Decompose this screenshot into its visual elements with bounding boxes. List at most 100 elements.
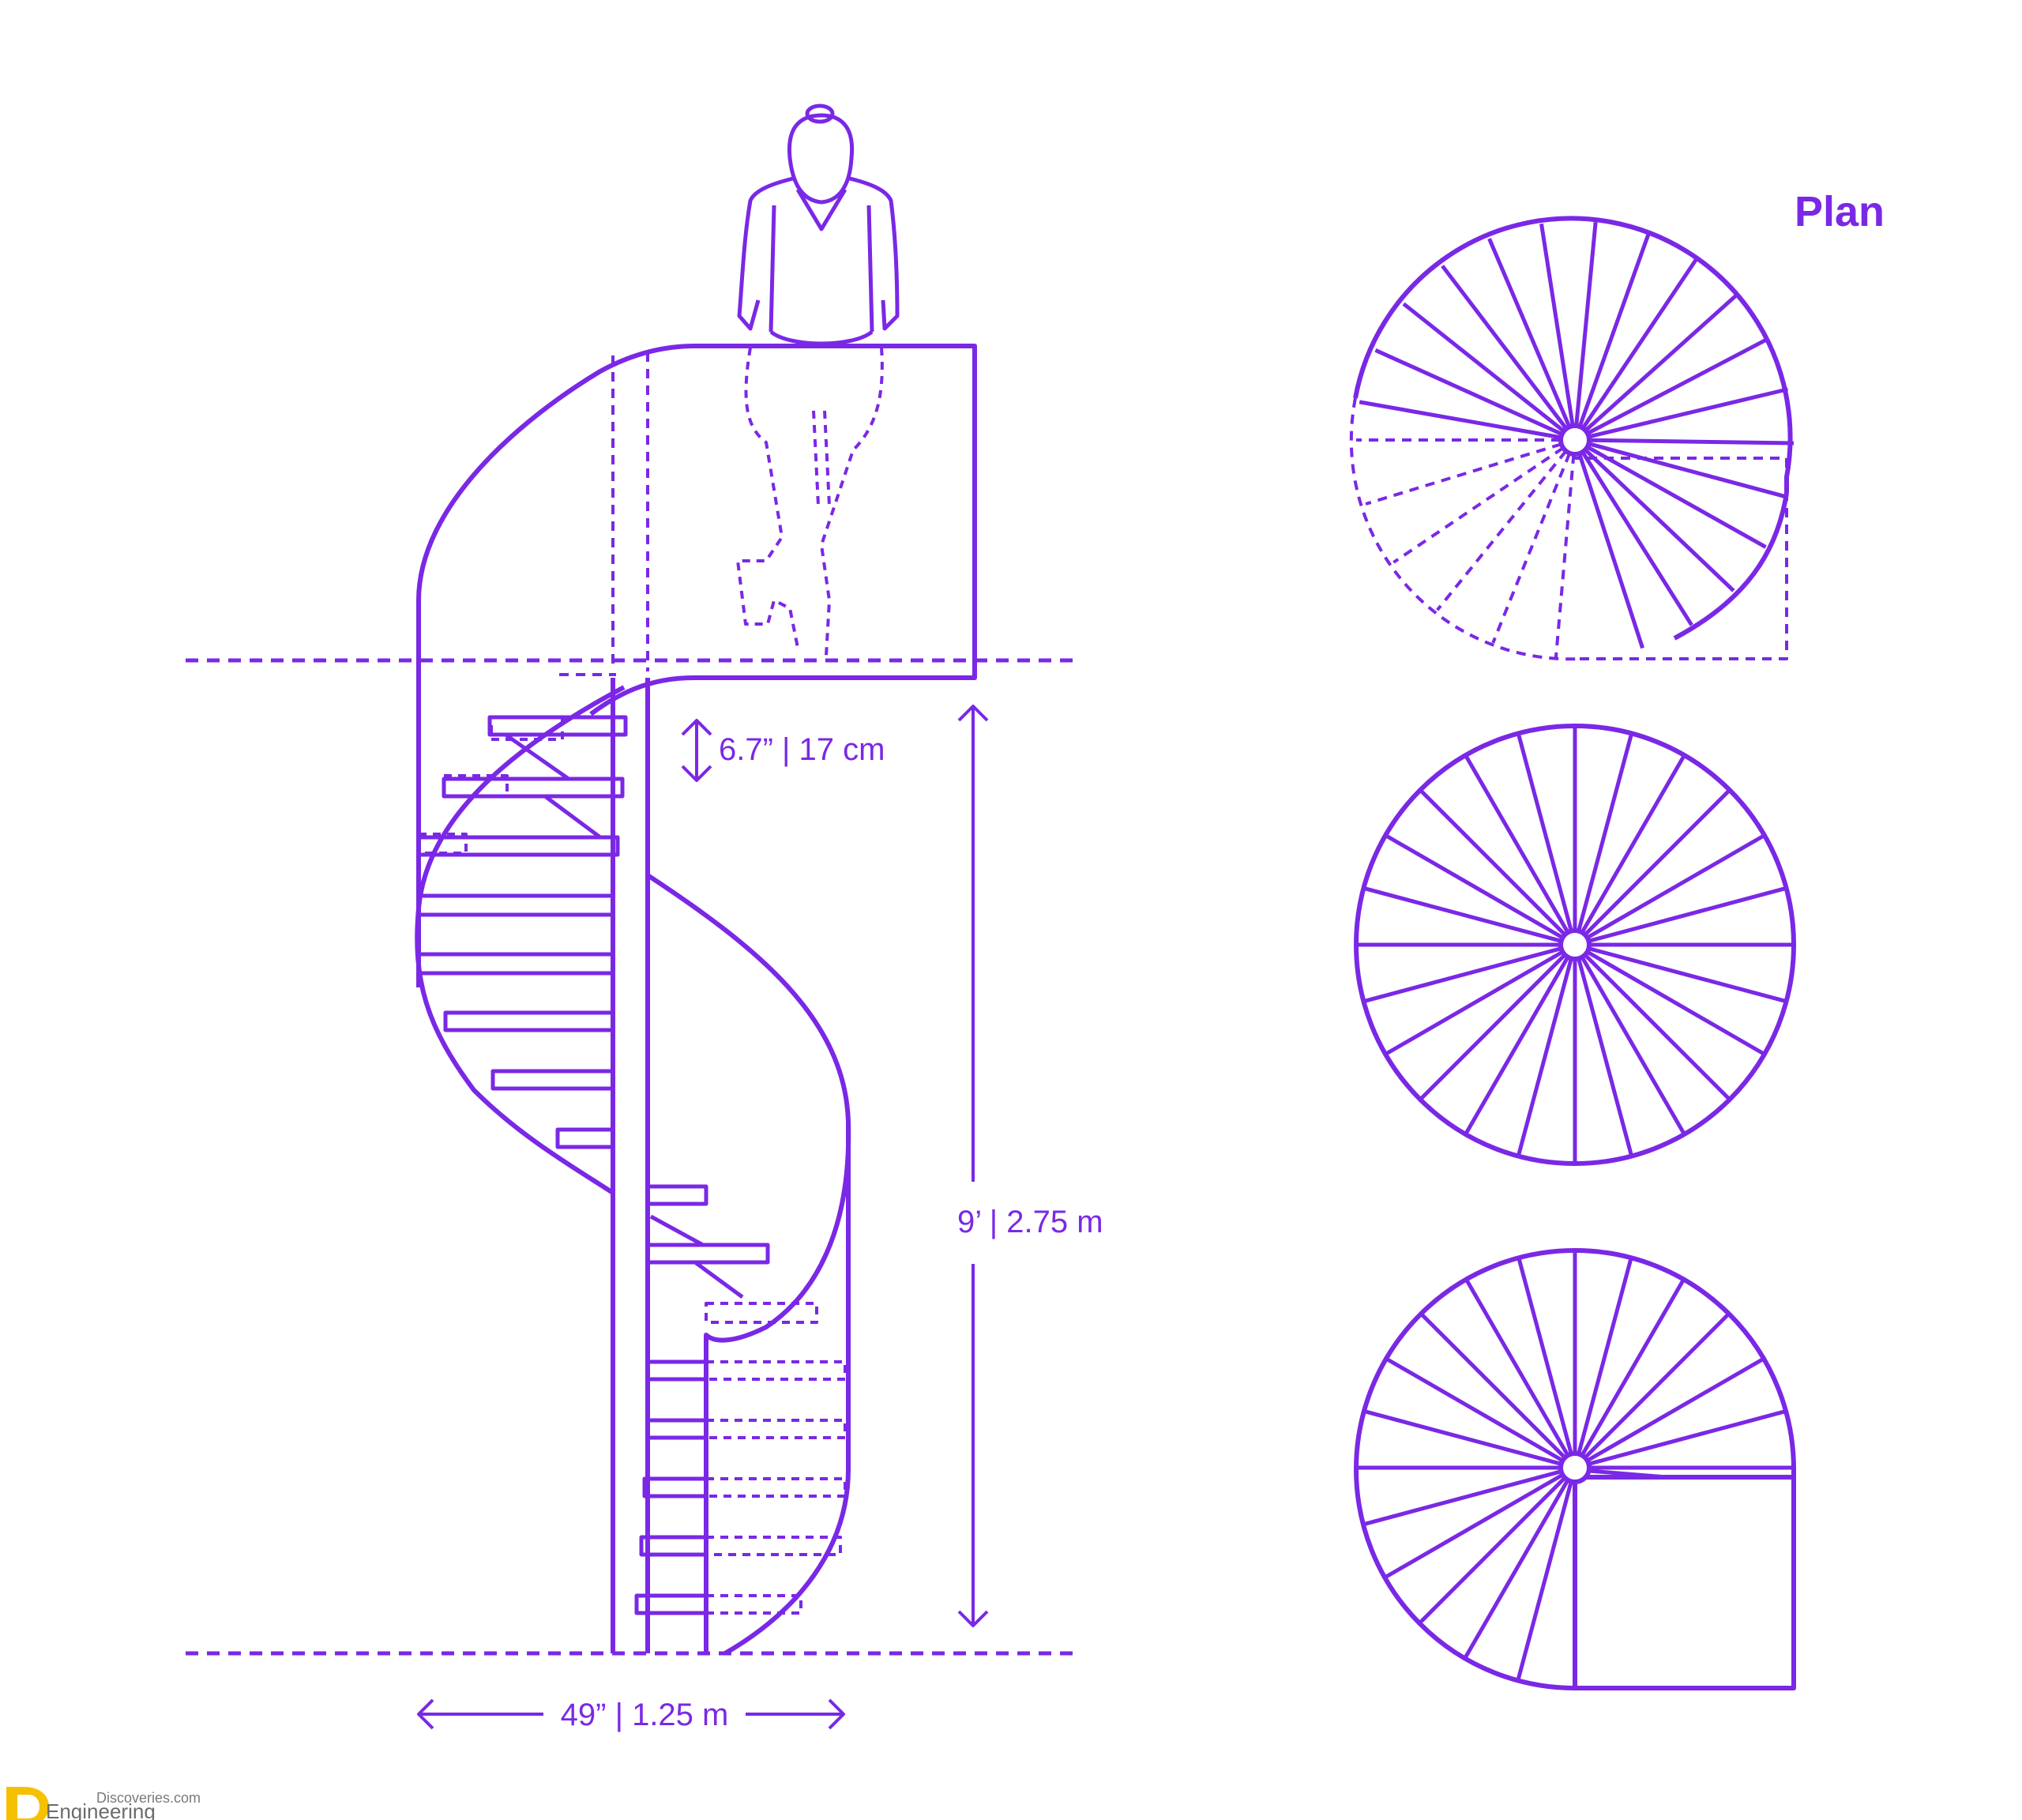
plan-step-line — [1580, 257, 1699, 430]
plan-center-column — [1558, 423, 1592, 457]
plan-step-line — [1384, 1472, 1564, 1579]
plan-step-line — [1359, 400, 1562, 440]
plan-step-line — [1580, 1277, 1686, 1457]
plan-spokes — [1356, 1249, 1794, 1687]
plan-hidden-landing — [1575, 457, 1788, 660]
plan-step-line — [1539, 223, 1575, 427]
plan-step-line — [1374, 348, 1563, 436]
plan-step-line — [1584, 292, 1739, 432]
plan-center-column — [1558, 1451, 1592, 1484]
plan-step-line — [1586, 833, 1766, 940]
plan-step-line — [1580, 754, 1686, 934]
plan-step-line — [1516, 732, 1573, 932]
plan-step-line — [1516, 1480, 1573, 1680]
plan-step-line — [1577, 453, 1644, 649]
logo-icon — [6, 1787, 49, 1820]
hidden-treads-left — [417, 716, 564, 855]
tread-support — [504, 732, 570, 781]
plan-step-line — [1441, 265, 1569, 431]
plan-views — [1349, 216, 1796, 1690]
plan-step-line — [1574, 221, 1598, 427]
treads-lower — [634, 1184, 770, 1615]
riser-height-label: 6.7” | 17 cm — [719, 732, 885, 767]
stair-tread — [645, 1243, 770, 1265]
plan-step-line — [1577, 732, 1634, 932]
diameter-label: 49” | 1.25 m — [561, 1698, 729, 1732]
plan-step-line — [1583, 788, 1731, 937]
plan-landing — [1575, 1469, 1796, 1690]
tread-support — [543, 794, 602, 840]
stair-tread — [555, 1127, 615, 1149]
total-height-label: 9’ | 2.75 m — [957, 1205, 1103, 1239]
stair-tread — [645, 1184, 708, 1206]
plan-step-line — [1419, 953, 1567, 1101]
hidden-tread — [705, 1419, 847, 1439]
plan-outline — [1353, 216, 1793, 493]
hidden-tread — [417, 833, 468, 855]
plan-step-line — [1588, 946, 1787, 1004]
plan-view-2 — [1354, 724, 1796, 1166]
person-hair-bun — [805, 103, 835, 124]
plan-step-line — [1384, 833, 1564, 940]
stair-tread — [443, 1010, 615, 1032]
person-legs-hidden — [736, 347, 884, 656]
plan-step-line — [1583, 1311, 1731, 1460]
plan-step-line — [1588, 886, 1787, 943]
plan-step-line — [1586, 1356, 1766, 1463]
plan-step-line — [1362, 1408, 1562, 1466]
plan-step-line — [1362, 886, 1562, 943]
plan-outline — [1673, 492, 1789, 641]
hidden-tread — [705, 1477, 847, 1498]
plan-step-line — [1588, 387, 1789, 439]
person-torso — [737, 176, 900, 346]
elevation-view — [186, 103, 1081, 1730]
height-dimension — [957, 705, 989, 1627]
stair-tread — [416, 835, 620, 857]
plan-step-line — [1586, 337, 1770, 435]
hidden-tread — [442, 774, 509, 798]
riser-dimension — [681, 719, 712, 782]
plan-step-line — [1362, 1469, 1562, 1527]
plan-step-line — [1554, 453, 1576, 659]
stair-tread — [442, 777, 625, 799]
stair-tread — [645, 1418, 708, 1440]
plan-step-line — [1588, 442, 1787, 499]
hidden-tread — [705, 1360, 847, 1381]
helical-handrail-lower — [646, 873, 851, 1653]
plan-step-line — [1464, 1277, 1570, 1457]
plan-step-line — [1464, 1479, 1570, 1659]
plan-step-line — [1584, 448, 1735, 592]
plan-step-line — [1384, 1356, 1564, 1463]
landing-outline — [416, 344, 977, 987]
person-head — [787, 113, 855, 205]
plan-hidden-outline — [1349, 397, 1580, 661]
plan-title: Plan — [1795, 188, 1885, 235]
plan-step-line — [1487, 238, 1572, 428]
plan-hidden-spokes — [1356, 438, 1576, 659]
watermark-line1: Discoveries.com — [96, 1790, 201, 1806]
tread-support — [693, 1260, 744, 1299]
diameter-dimension — [417, 1698, 845, 1730]
plan-center-column — [1558, 928, 1592, 961]
plan-step-line — [1580, 450, 1693, 626]
helical-handrail-outer — [723, 1122, 851, 1656]
plan-view-1 — [1349, 216, 1795, 661]
stair-tread — [490, 1069, 615, 1091]
hidden-tread — [705, 1302, 818, 1324]
plan-step-line — [1365, 442, 1562, 506]
stair-tread — [642, 1476, 708, 1498]
plan-step-line — [1402, 302, 1565, 433]
plan-step-line — [1586, 445, 1767, 549]
plan-step-line — [1392, 446, 1565, 564]
person-figure-icon — [736, 103, 900, 656]
stair-tread — [645, 1359, 708, 1382]
plan-step-line — [1464, 754, 1570, 934]
watermark-line2: Engineering — [46, 1799, 156, 1820]
stair-tread — [639, 1535, 708, 1557]
plan-step-line — [1436, 449, 1568, 611]
plan-step-line — [1577, 1255, 1634, 1455]
treads-upper — [416, 715, 628, 1149]
plan-spokes — [1356, 726, 1794, 1164]
plan-step-line — [1464, 956, 1570, 1136]
